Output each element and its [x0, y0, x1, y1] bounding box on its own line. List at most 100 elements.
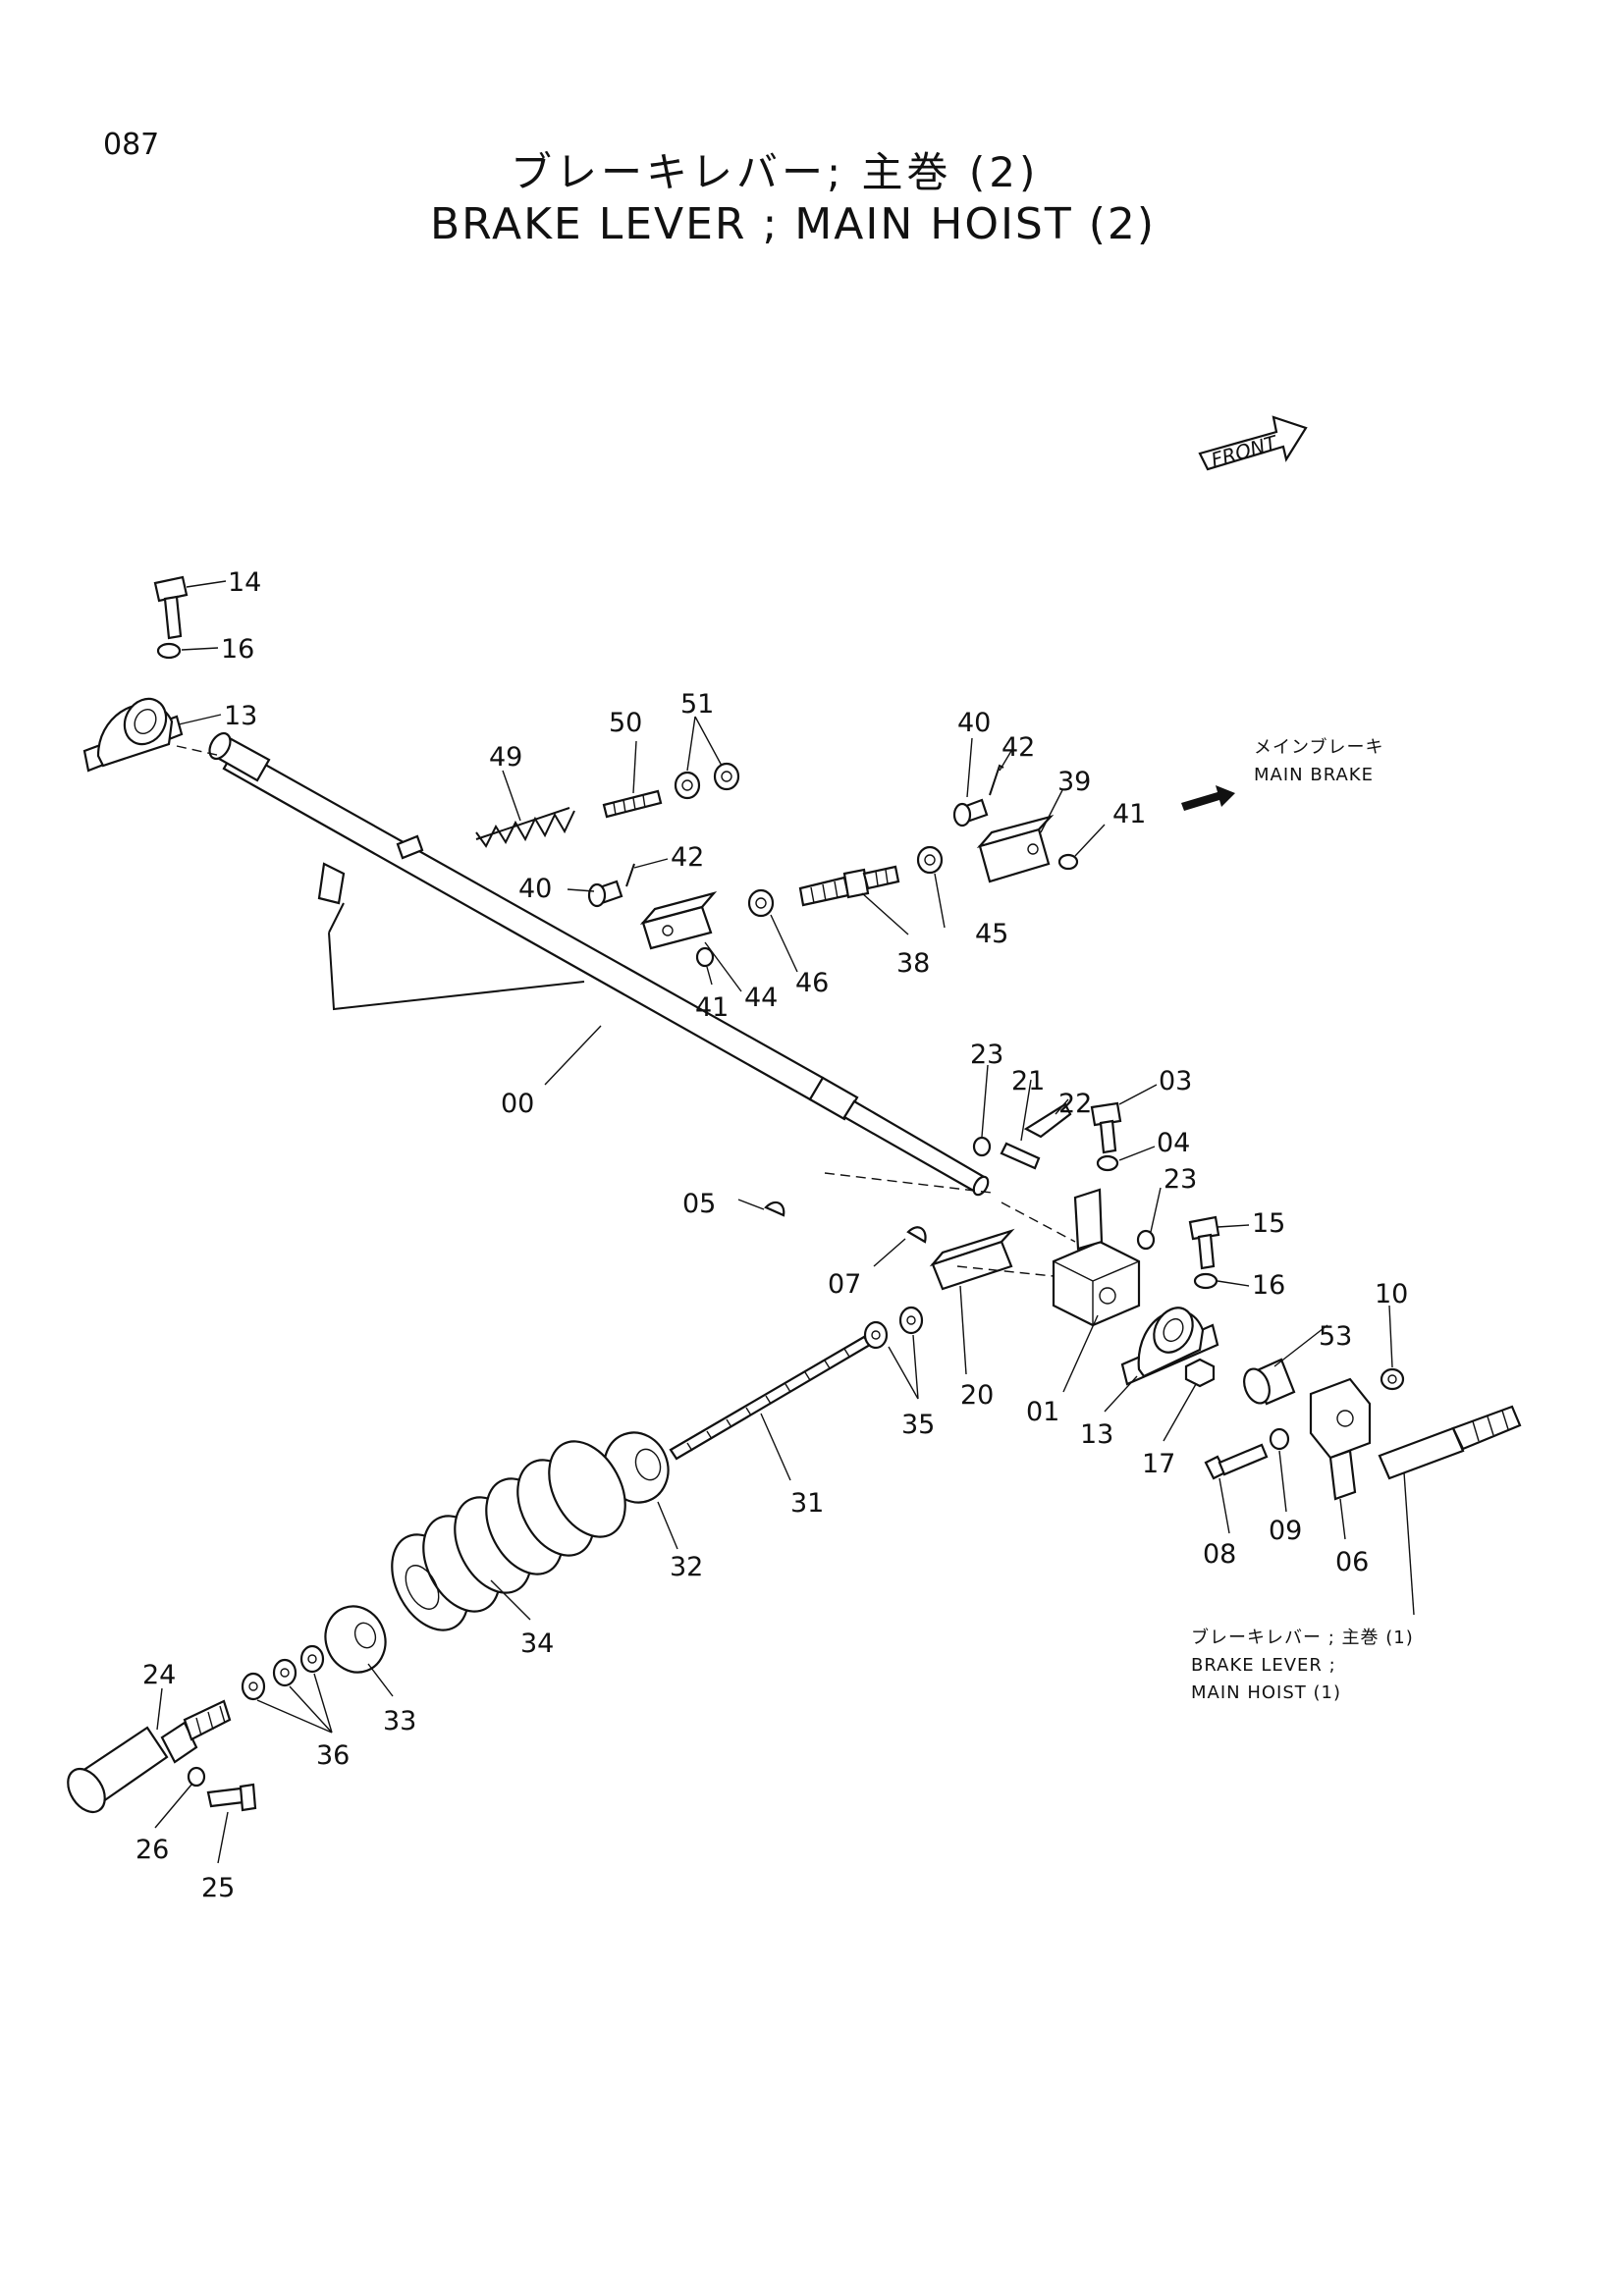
bolt-08: [1204, 1443, 1269, 1480]
leader-lines: [154, 580, 1415, 1864]
key-07: [906, 1226, 927, 1244]
part-label-07: 07: [828, 1269, 861, 1300]
part-label-16: 16: [221, 634, 254, 665]
pin-21: [1000, 1142, 1041, 1170]
part-label-33: 33: [383, 1706, 416, 1736]
part-label-49: 49: [489, 742, 522, 773]
lever-block-01: [1052, 1188, 1141, 1327]
bolt-14: [153, 575, 189, 640]
part-label-08: 08: [1203, 1539, 1236, 1570]
washer-09: [1269, 1427, 1290, 1451]
clevis-39: [976, 814, 1055, 883]
bolt-03: [1090, 1101, 1122, 1154]
pin-40-upper: [952, 798, 989, 828]
part-label-20: 20: [960, 1380, 994, 1411]
part-label-00: 00: [501, 1089, 534, 1119]
part-label-21: 21: [1011, 1066, 1045, 1096]
brake-lever-1-callout-en2: MAIN HOIST (1): [1191, 1682, 1341, 1703]
part-label-45: 45: [975, 919, 1008, 949]
main-brake-callout-jp: メインブレーキ: [1254, 737, 1384, 758]
linkage-rod-right: [1378, 1405, 1522, 1480]
part-label-50: 50: [609, 708, 642, 738]
part-label-23: 23: [970, 1040, 1003, 1070]
main-brake-callout: メインブレーキ MAIN BRAKE: [1254, 734, 1383, 789]
part-label-22: 22: [1058, 1089, 1092, 1119]
key-05: [764, 1201, 785, 1217]
nut-10: [1380, 1367, 1405, 1391]
rod-38: [798, 865, 900, 907]
part-label-44: 44: [744, 983, 778, 1013]
part-label-46: 46: [795, 968, 829, 998]
part-label-31: 31: [790, 1488, 824, 1519]
part-labels: 14 16 13 49 50 51 40 42 39 41 40 42 38 4…: [135, 567, 1408, 1903]
threaded-rod-31: [669, 1335, 872, 1461]
cotter-pin-42-upper: [989, 764, 1004, 796]
cotter-pin-42-lower: [625, 863, 635, 887]
part-label-10: 10: [1375, 1279, 1408, 1309]
part-label-24: 24: [142, 1660, 176, 1690]
main-shaft: [208, 731, 990, 1197]
spring-49: [475, 807, 575, 848]
spring-50: [602, 789, 663, 819]
front-arrow-icon: FRONT: [1198, 415, 1308, 472]
washer-04: [1096, 1154, 1119, 1172]
part-label-36: 36: [316, 1740, 350, 1771]
title-japanese: ブレーキレバー; 主巻 (2): [511, 148, 1040, 196]
bolt-25: [206, 1783, 257, 1812]
plate-22: [1023, 1102, 1072, 1139]
pillow-block-left: [82, 697, 184, 773]
nut-17: [1184, 1358, 1216, 1388]
washer-26: [187, 1766, 206, 1788]
page-number: 087: [103, 128, 160, 162]
spring-34: [391, 1440, 626, 1631]
lever-06: [1309, 1377, 1372, 1501]
part-label-41-lower: 41: [695, 992, 729, 1023]
clevis-20: [929, 1228, 1015, 1291]
part-label-42-lower: 42: [671, 842, 704, 873]
brake-lever-1-callout: ブレーキレバー ; 主巻 (1) BRAKE LEVER ; MAIN HOIS…: [1191, 1625, 1414, 1707]
part-label-34: 34: [520, 1629, 554, 1659]
part-label-05: 05: [682, 1189, 716, 1219]
title-english: BRAKE LEVER ; MAIN HOIST (2): [430, 199, 1157, 249]
washer-41-upper: [1057, 853, 1079, 871]
part-label-39: 39: [1057, 767, 1091, 797]
part-label-35: 35: [901, 1410, 935, 1440]
part-label-16-right: 16: [1252, 1270, 1285, 1301]
part-label-15: 15: [1252, 1208, 1285, 1239]
part-label-09: 09: [1269, 1516, 1302, 1546]
part-label-01: 01: [1026, 1397, 1059, 1427]
part-label-13: 13: [224, 701, 257, 731]
washer-16-right: [1193, 1272, 1218, 1290]
part-label-14: 14: [228, 567, 261, 598]
nut-45: [916, 845, 944, 875]
pin-40-lower: [587, 880, 623, 908]
brake-lever-1-callout-en1: BRAKE LEVER ;: [1191, 1655, 1336, 1676]
clevis-44: [639, 891, 718, 950]
spring-seat-33: [324, 1605, 387, 1674]
part-label-13-right: 13: [1080, 1419, 1113, 1450]
nut-46: [747, 888, 775, 918]
main-brake-arrow-icon: [1181, 785, 1235, 811]
nuts-35: [863, 1306, 924, 1350]
bushing-53: [1243, 1358, 1296, 1406]
nuts-36: [241, 1644, 325, 1701]
washer-23-left: [972, 1136, 992, 1157]
part-label-40: 40: [957, 708, 991, 738]
bolt-15: [1188, 1215, 1220, 1270]
part-label-25: 25: [201, 1873, 235, 1903]
part-label-03: 03: [1159, 1066, 1192, 1096]
nuts-51: [674, 762, 740, 800]
part-label-40-lower: 40: [518, 874, 552, 904]
part-label-32: 32: [670, 1552, 703, 1582]
part-label-42: 42: [1001, 732, 1035, 763]
front-label: FRONT: [1209, 430, 1281, 471]
part-label-17: 17: [1142, 1449, 1175, 1479]
main-brake-callout-en: MAIN BRAKE: [1254, 765, 1374, 785]
pillow-block-right: [1120, 1307, 1219, 1386]
part-label-06: 06: [1335, 1547, 1369, 1577]
part-label-51: 51: [680, 689, 714, 720]
brake-lever-1-callout-jp: ブレーキレバー ; 主巻 (1): [1191, 1628, 1414, 1648]
washer-41-lower: [695, 946, 715, 968]
part-label-41: 41: [1112, 799, 1146, 829]
